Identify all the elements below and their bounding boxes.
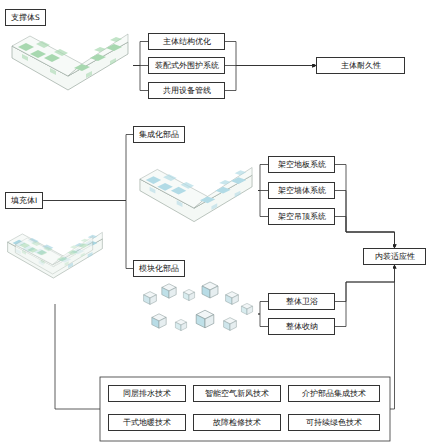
connector: [258, 314, 268, 327]
connector: [225, 66, 316, 91]
infill-panel: 填充体I: [5, 188, 105, 303]
node-label: 主体结构优化: [153, 37, 220, 46]
node-label: 故障检修技术: [198, 418, 276, 427]
parts-panel: 集成化部品: [133, 122, 258, 246]
process-box: 整体收纳: [268, 318, 335, 335]
node-label: 可持续绿色技术: [293, 418, 375, 427]
node-label: 同层排水技术: [113, 389, 181, 398]
node-label: 内装适应性: [368, 252, 421, 261]
node-label: 干式地暖技术: [113, 418, 181, 427]
node-label: 智能空气新风技术: [198, 389, 276, 398]
node-label: 装配式外围护系统: [153, 61, 220, 70]
process-box: 架空地板系统: [268, 156, 335, 173]
process-box: 架空吊顶系统: [268, 208, 335, 225]
connector: [258, 191, 268, 217]
process-box: 装配式外围护系统: [148, 57, 225, 74]
node-label: 支撑体S: [5, 9, 46, 26]
parts-panel: 模块化部品: [133, 256, 258, 346]
process-box: 共用设备管线: [148, 82, 225, 99]
process-box: 介护部品集成技术: [288, 385, 380, 402]
infill-to-technology-line: [55, 304, 100, 409]
connector: [43, 135, 133, 201]
node-label: 架空吊顶系统: [273, 212, 330, 221]
connector: [258, 302, 268, 315]
node-label: 介护部品集成技术: [293, 389, 375, 398]
process-box: 可持续绿色技术: [288, 414, 380, 431]
node-label: 架空墙体系统: [273, 186, 330, 195]
process-box: 整体卫浴: [268, 293, 335, 310]
technology-to-adaptability-line: [390, 282, 395, 409]
connector: [335, 217, 395, 249]
node-label: 集成化部品: [133, 126, 185, 143]
connector: [335, 265, 395, 302]
process-box: 故障检修技术: [193, 414, 281, 431]
process-box: 主体耐久性: [316, 57, 405, 74]
connector: [335, 265, 395, 327]
connector: [133, 66, 148, 91]
node-label: 整体收纳: [273, 322, 330, 331]
node-label: 填充体I: [5, 192, 43, 209]
process-box: 主体结构优化: [148, 33, 225, 50]
process-box: 内装适应性: [363, 248, 426, 265]
node-label: 整体卫浴: [273, 297, 330, 306]
support-panel: 支撑体S: [5, 5, 133, 100]
connector: [225, 42, 316, 66]
connector: [43, 201, 133, 269]
connector: [258, 165, 268, 191]
process-box: 架空墙体系统: [268, 182, 335, 199]
node-label: 共用设备管线: [153, 86, 220, 95]
technology-frame: [100, 377, 390, 441]
process-box: 同层排水技术: [108, 385, 186, 402]
node-label: 架空地板系统: [273, 160, 330, 169]
process-box: 智能空气新风技术: [193, 385, 281, 402]
process-box: 干式地暖技术: [108, 414, 186, 431]
node-label: 模块化部品: [133, 260, 185, 277]
connector: [335, 191, 395, 249]
connector: [133, 42, 148, 66]
connector: [335, 165, 395, 249]
node-label: 主体耐久性: [321, 61, 400, 70]
